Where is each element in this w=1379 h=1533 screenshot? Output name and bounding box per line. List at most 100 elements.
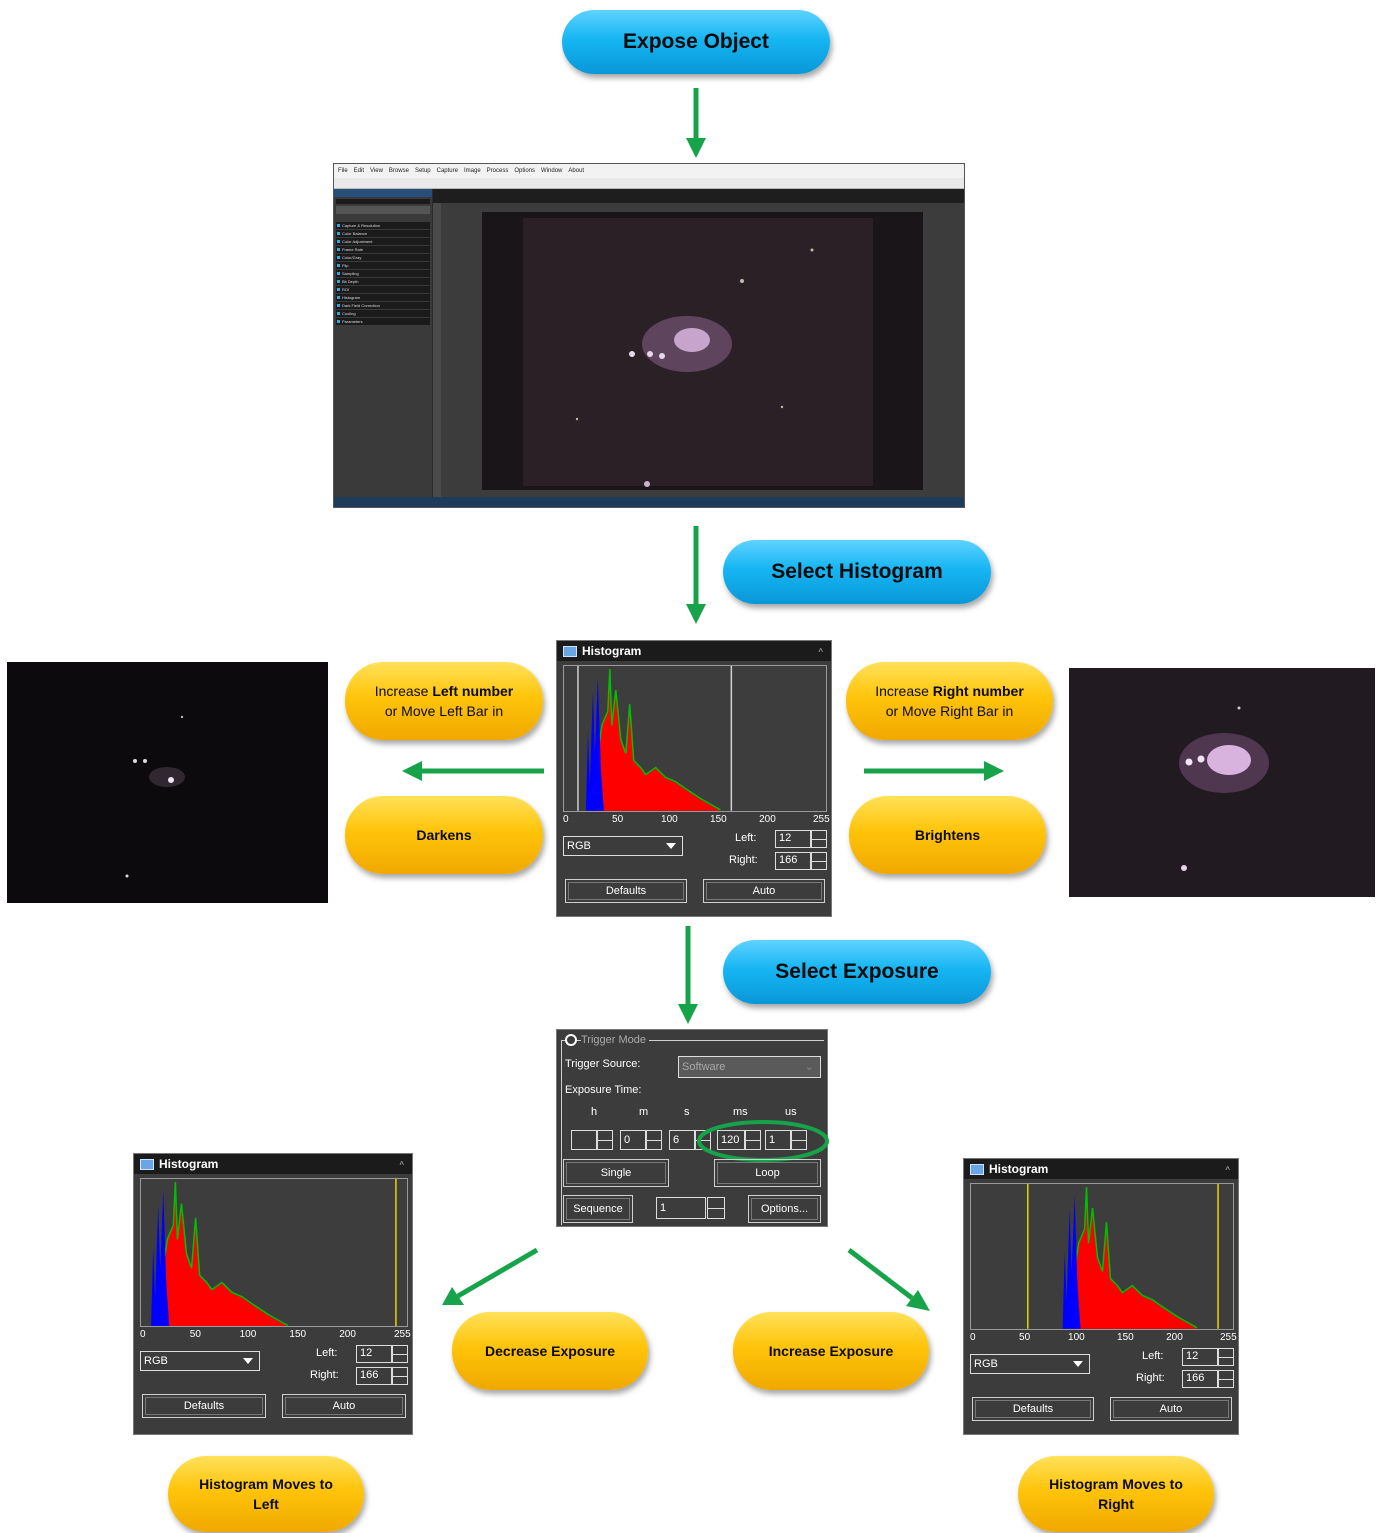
left-value-stepper[interactable] (1218, 1347, 1234, 1366)
histogram-icon (563, 645, 577, 657)
app-side-item[interactable]: ROI (336, 286, 430, 293)
left-label: Left: (735, 831, 757, 844)
increase-left-pill: Increase Left number or Move Left Bar in (345, 662, 543, 740)
single-label: Single (600, 1167, 632, 1179)
exposure-us-stepper[interactable] (791, 1130, 807, 1150)
exposure-m-field[interactable]: 0 (620, 1130, 646, 1150)
auto-button[interactable]: Auto (282, 1394, 406, 1419)
app-side-item[interactable]: Flip (336, 262, 430, 269)
app-side-item[interactable]: Histogram (336, 294, 430, 301)
darkened-sky-image (7, 662, 328, 903)
auto-button[interactable]: Auto (1110, 1396, 1232, 1421)
decrease-exposure-label: Decrease Exposure (485, 1343, 615, 1359)
sequence-button[interactable]: Sequence (563, 1195, 633, 1223)
app-side-item[interactable]: Bit Depth (336, 278, 430, 285)
app-side-item[interactable]: Color Balance (336, 230, 430, 237)
app-side-item[interactable]: Parameters (336, 318, 430, 325)
single-button[interactable]: Single (563, 1159, 669, 1187)
app-menu-item[interactable]: Process (486, 168, 509, 174)
trigger-source-value: Software (682, 1061, 726, 1073)
exposure-h-stepper[interactable] (597, 1130, 613, 1150)
defaults-button[interactable]: Defaults (972, 1396, 1094, 1421)
exposure-ms-field[interactable]: 120 (717, 1130, 745, 1150)
arrowhead-to-window (686, 138, 706, 158)
sequence-count-stepper[interactable] (707, 1197, 725, 1219)
arrowhead-decrease (442, 1287, 464, 1305)
defaults-button[interactable]: Defaults (565, 878, 687, 903)
histogram-tick-label: 50 (189, 1329, 201, 1341)
exposure-unit-label: m (639, 1106, 649, 1118)
left-value-field[interactable]: 12 (1182, 1347, 1218, 1366)
app-status-bar (334, 497, 964, 507)
loop-button[interactable]: Loop (714, 1159, 821, 1187)
brightened-sky-image (1069, 668, 1375, 897)
right-value-field[interactable]: 166 (1182, 1369, 1218, 1388)
channel-select[interactable]: RGB (563, 835, 683, 856)
app-menu-bar: File Edit View Browse Setup Capture Image Proce… (334, 164, 964, 178)
collapse-icon[interactable]: ^ (1225, 1164, 1230, 1174)
exposure-s-field[interactable]: 6 (669, 1130, 695, 1150)
left-value-stepper[interactable] (811, 829, 827, 848)
exposure-h-field[interactable] (571, 1130, 597, 1150)
app-menu-item[interactable]: File (338, 168, 348, 174)
left-value-field[interactable]: 12 (356, 1345, 392, 1364)
app-menu-item[interactable]: Browse (388, 168, 409, 174)
app-side-item[interactable]: Dark Field Correction (336, 302, 430, 309)
left-value-stepper[interactable] (392, 1345, 408, 1364)
app-menu-item[interactable]: About (568, 168, 585, 174)
histogram-tick-label: 50 (1019, 1331, 1031, 1343)
right-value-stepper[interactable] (1218, 1369, 1234, 1388)
app-side-item[interactable]: Capture & Resolution (336, 222, 430, 229)
arrowhead-to-right (984, 761, 1004, 781)
exposure-m-stepper[interactable] (646, 1130, 662, 1150)
histogram-tick-label: 100 (1068, 1331, 1085, 1343)
defaults-button[interactable]: Defaults (142, 1394, 266, 1419)
expose-object-step: Expose Object (562, 10, 830, 74)
app-menu-item[interactable]: Options (514, 168, 536, 174)
app-menu-item[interactable]: Window (541, 168, 563, 174)
exposure-highlight-ring (697, 1120, 829, 1162)
right-value-stepper[interactable] (811, 851, 827, 870)
app-side-item[interactable]: Color/Gray (336, 254, 430, 261)
sequence-count-field[interactable]: 1 (656, 1197, 706, 1219)
increase-exposure-pill: Increase Exposure (733, 1312, 929, 1390)
exposure-panel: Trigger Mode Trigger Source: Software ⌄ … (556, 1029, 829, 1227)
options-button[interactable]: Options... (748, 1195, 821, 1223)
trigger-source-select[interactable]: Software ⌄ (678, 1056, 821, 1078)
app-side-item[interactable]: Frame Rate (336, 246, 430, 253)
app-side-item[interactable]: Cooling (336, 310, 430, 317)
right-value-field[interactable]: 166 (356, 1367, 392, 1386)
brightens-label: Brightens (914, 827, 981, 843)
app-menu-item[interactable]: Image (463, 168, 481, 174)
exposure-unit-label: h (591, 1106, 598, 1118)
channel-select[interactable]: RGB (140, 1351, 260, 1372)
left-action-prefix: Increase (374, 683, 433, 699)
auto-button[interactable]: Auto (703, 878, 825, 903)
channel-select[interactable]: RGB (970, 1353, 1090, 1374)
exposure-us-field[interactable]: 1 (765, 1130, 791, 1150)
histogram-moves-left-label: Histogram Moves to Left (199, 1476, 333, 1512)
right-label: Right: (1136, 1371, 1165, 1384)
exposure-ms-stepper[interactable] (745, 1130, 761, 1150)
app-side-item[interactable]: Color Adjustment (336, 238, 430, 245)
app-toolbar (334, 178, 964, 189)
app-side-item[interactable]: Sampling (336, 270, 430, 277)
app-menu-item[interactable]: View (370, 168, 383, 174)
right-value-stepper[interactable] (392, 1367, 408, 1386)
histogram-channel-area (593, 670, 721, 811)
collapse-icon[interactable]: ^ (818, 646, 823, 656)
left-value-field[interactable]: 12 (775, 829, 811, 848)
histogram-graph (1027, 1184, 1219, 1329)
histogram-title: Histogram (582, 644, 642, 658)
histogram-moves-right-label: Histogram Moves to Right (1049, 1476, 1183, 1512)
app-menu-item[interactable]: Capture (436, 168, 458, 174)
right-value-field[interactable]: 166 (775, 851, 811, 870)
app-menu-item[interactable]: Setup (414, 168, 431, 174)
app-image-canvas (441, 203, 964, 497)
histogram-title: Histogram (159, 1157, 219, 1171)
trigger-mode-radio[interactable] (565, 1034, 577, 1046)
app-menu-item[interactable]: Edit (353, 168, 365, 174)
collapse-icon[interactable]: ^ (399, 1159, 404, 1169)
